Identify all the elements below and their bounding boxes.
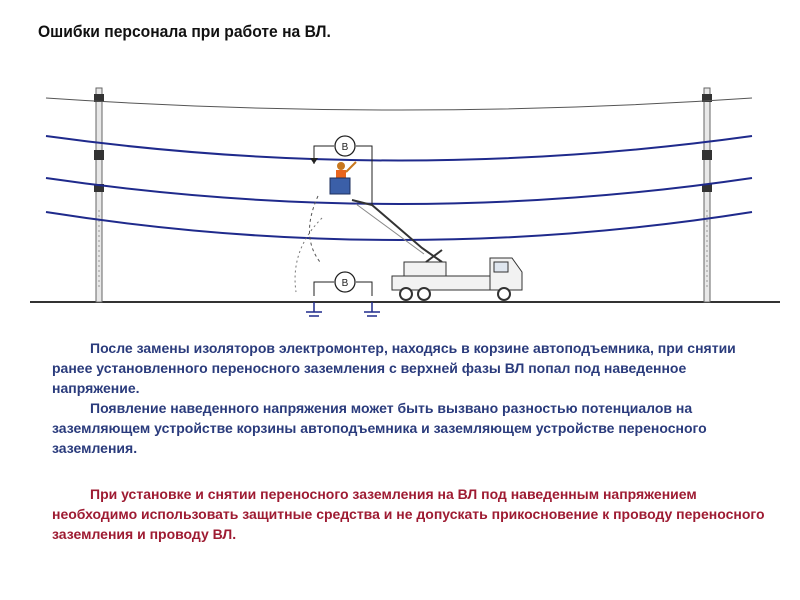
description-block: После замены изоляторов электромонтер, н…	[52, 338, 772, 458]
left-pole	[94, 87, 104, 303]
grounding-left-icon	[306, 302, 322, 317]
safety-requirement-block: При установке и снятии переносного зазем…	[52, 484, 772, 544]
aerial-lift-boom	[351, 199, 443, 263]
grounding-right-icon	[364, 302, 380, 317]
ground-wire	[45, 97, 753, 111]
wire-upper-phase	[45, 135, 753, 162]
overhead-line-diagram: В В	[30, 87, 780, 317]
upper-meter-label: В	[342, 142, 349, 153]
right-pole	[702, 87, 712, 303]
paragraph-cause: Появление наведенного напряжения может б…	[52, 400, 707, 456]
wire-lower-phase	[45, 211, 753, 241]
lineman-in-basket	[329, 161, 357, 195]
aerial-lift-truck-icon	[391, 249, 523, 301]
paragraph-requirement: При установке и снятии переносного зазем…	[52, 486, 765, 542]
wire-middle-phase	[45, 177, 753, 205]
lower-voltmeter-circuit: В	[313, 271, 373, 296]
induced-voltage-path	[309, 195, 321, 263]
page-title: Ошибки персонала при работе на ВЛ.	[38, 22, 331, 41]
paragraph-incident: После замены изоляторов электромонтер, н…	[52, 340, 736, 396]
upper-voltmeter-circuit: В	[310, 135, 373, 205]
lower-meter-label: В	[342, 278, 349, 289]
